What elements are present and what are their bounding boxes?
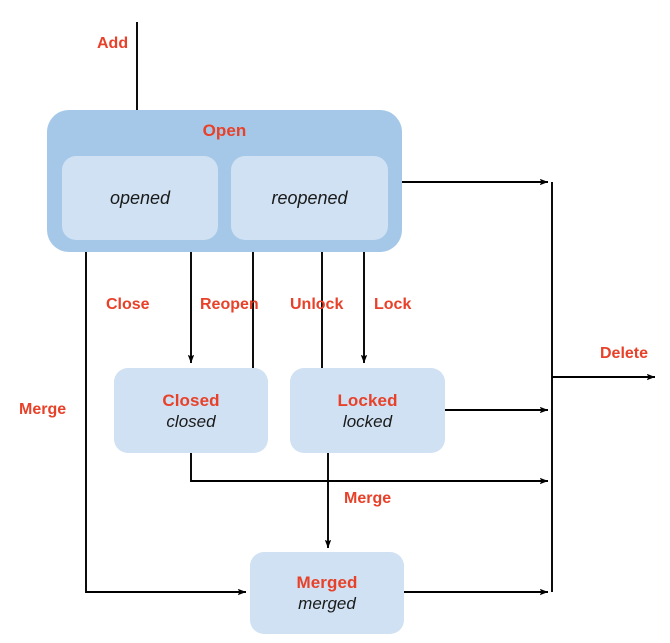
state-reopened-label: reopened — [271, 188, 348, 208]
edge-label-close: Close — [106, 296, 150, 313]
state-locked-label: locked — [342, 411, 393, 431]
state-opened-label: opened — [109, 188, 171, 208]
state-merged-label: merged — [298, 594, 356, 613]
state-merged[interactable]: Merged merged — [250, 552, 404, 634]
state-locked-title: Locked — [337, 390, 398, 410]
state-locked[interactable]: Locked locked — [290, 368, 445, 453]
edge-label-unlock: Unlock — [290, 296, 344, 313]
edge-label-add: Add — [97, 35, 129, 52]
state-reopened[interactable]: reopened — [231, 156, 388, 240]
edge-label-merge-open: Merge — [19, 401, 67, 418]
state-merged-title: Merged — [296, 573, 358, 592]
state-closed[interactable]: Closed closed — [114, 368, 268, 453]
edge-label-delete: Delete — [600, 345, 649, 362]
state-closed-title: Closed — [162, 390, 220, 410]
composite-state-open-label: Open — [202, 121, 247, 140]
edge-label-lock: Lock — [374, 296, 412, 313]
edge-label-reopen: Reopen — [200, 296, 259, 313]
state-opened[interactable]: opened — [62, 156, 218, 240]
state-closed-label: closed — [166, 411, 216, 431]
edge-delete-from-closed — [190, 453, 549, 485]
edge-label-merge-locked: Merge — [344, 490, 392, 507]
